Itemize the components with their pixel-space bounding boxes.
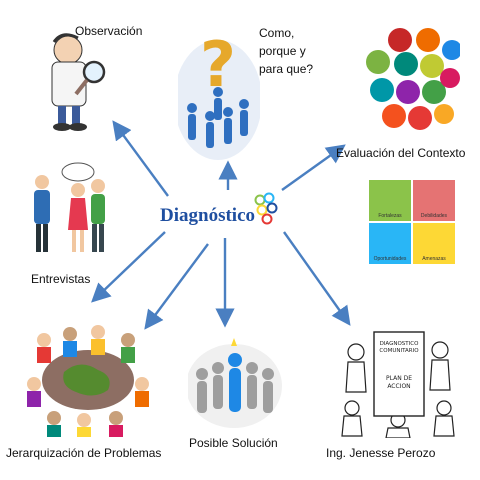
context-icons-cluster <box>366 28 460 130</box>
svg-text:PLAN DE: PLAN DE <box>386 375 412 382</box>
label-como-3: para que? <box>259 62 314 76</box>
arrow-to-jerarquizacion <box>144 243 209 330</box>
arrow-to-evaluacion <box>281 144 346 191</box>
label-ingeniero: Ing. Jenesse Perozo <box>326 446 436 460</box>
label-observacion: Observación <box>75 24 143 38</box>
arrow-to-ingeniero <box>283 231 351 326</box>
group-meeting-illustration <box>27 325 149 437</box>
arrow-to-entrevistas <box>91 231 166 303</box>
label-posible: Posible Solución <box>189 436 278 450</box>
swot-amenazas: Amenazas <box>413 223 455 264</box>
center-title: Diagnóstico <box>160 205 255 226</box>
label-evaluacion: Evaluación del Contexto <box>336 146 466 160</box>
question-team-illustration: ? <box>178 28 260 160</box>
svg-text:DIAGNOSTICO: DIAGNOSTICO <box>380 341 420 347</box>
interview-people-illustration <box>34 162 105 252</box>
label-como-1: Como, <box>259 26 295 40</box>
solution-figures-illustration <box>188 338 282 428</box>
label-jerarquizacion: Jerarquización de Problemas <box>6 446 162 460</box>
swot-matrix: Fortalezas Debilidades Oportunidades Ame… <box>369 180 455 264</box>
label-entrevistas: Entrevistas <box>31 272 91 286</box>
swot-fortalezas: Fortalezas <box>369 180 411 221</box>
arrow-to-observacion <box>112 120 169 197</box>
swot-debilidades: Debilidades <box>413 180 455 221</box>
swot-oportunidades: Oportunidades <box>369 223 411 264</box>
community-sketch-illustration: DIAGNOSTICO COMUNITARIO PLAN DE ACCION <box>341 331 455 438</box>
svg-text:COMUNITARIO: COMUNITARIO <box>379 348 419 354</box>
rings-logo-icon <box>254 192 278 225</box>
scientist-illustration <box>51 33 106 131</box>
svg-text:ACCION: ACCION <box>387 383 410 390</box>
label-como-2: porque y <box>259 44 306 58</box>
